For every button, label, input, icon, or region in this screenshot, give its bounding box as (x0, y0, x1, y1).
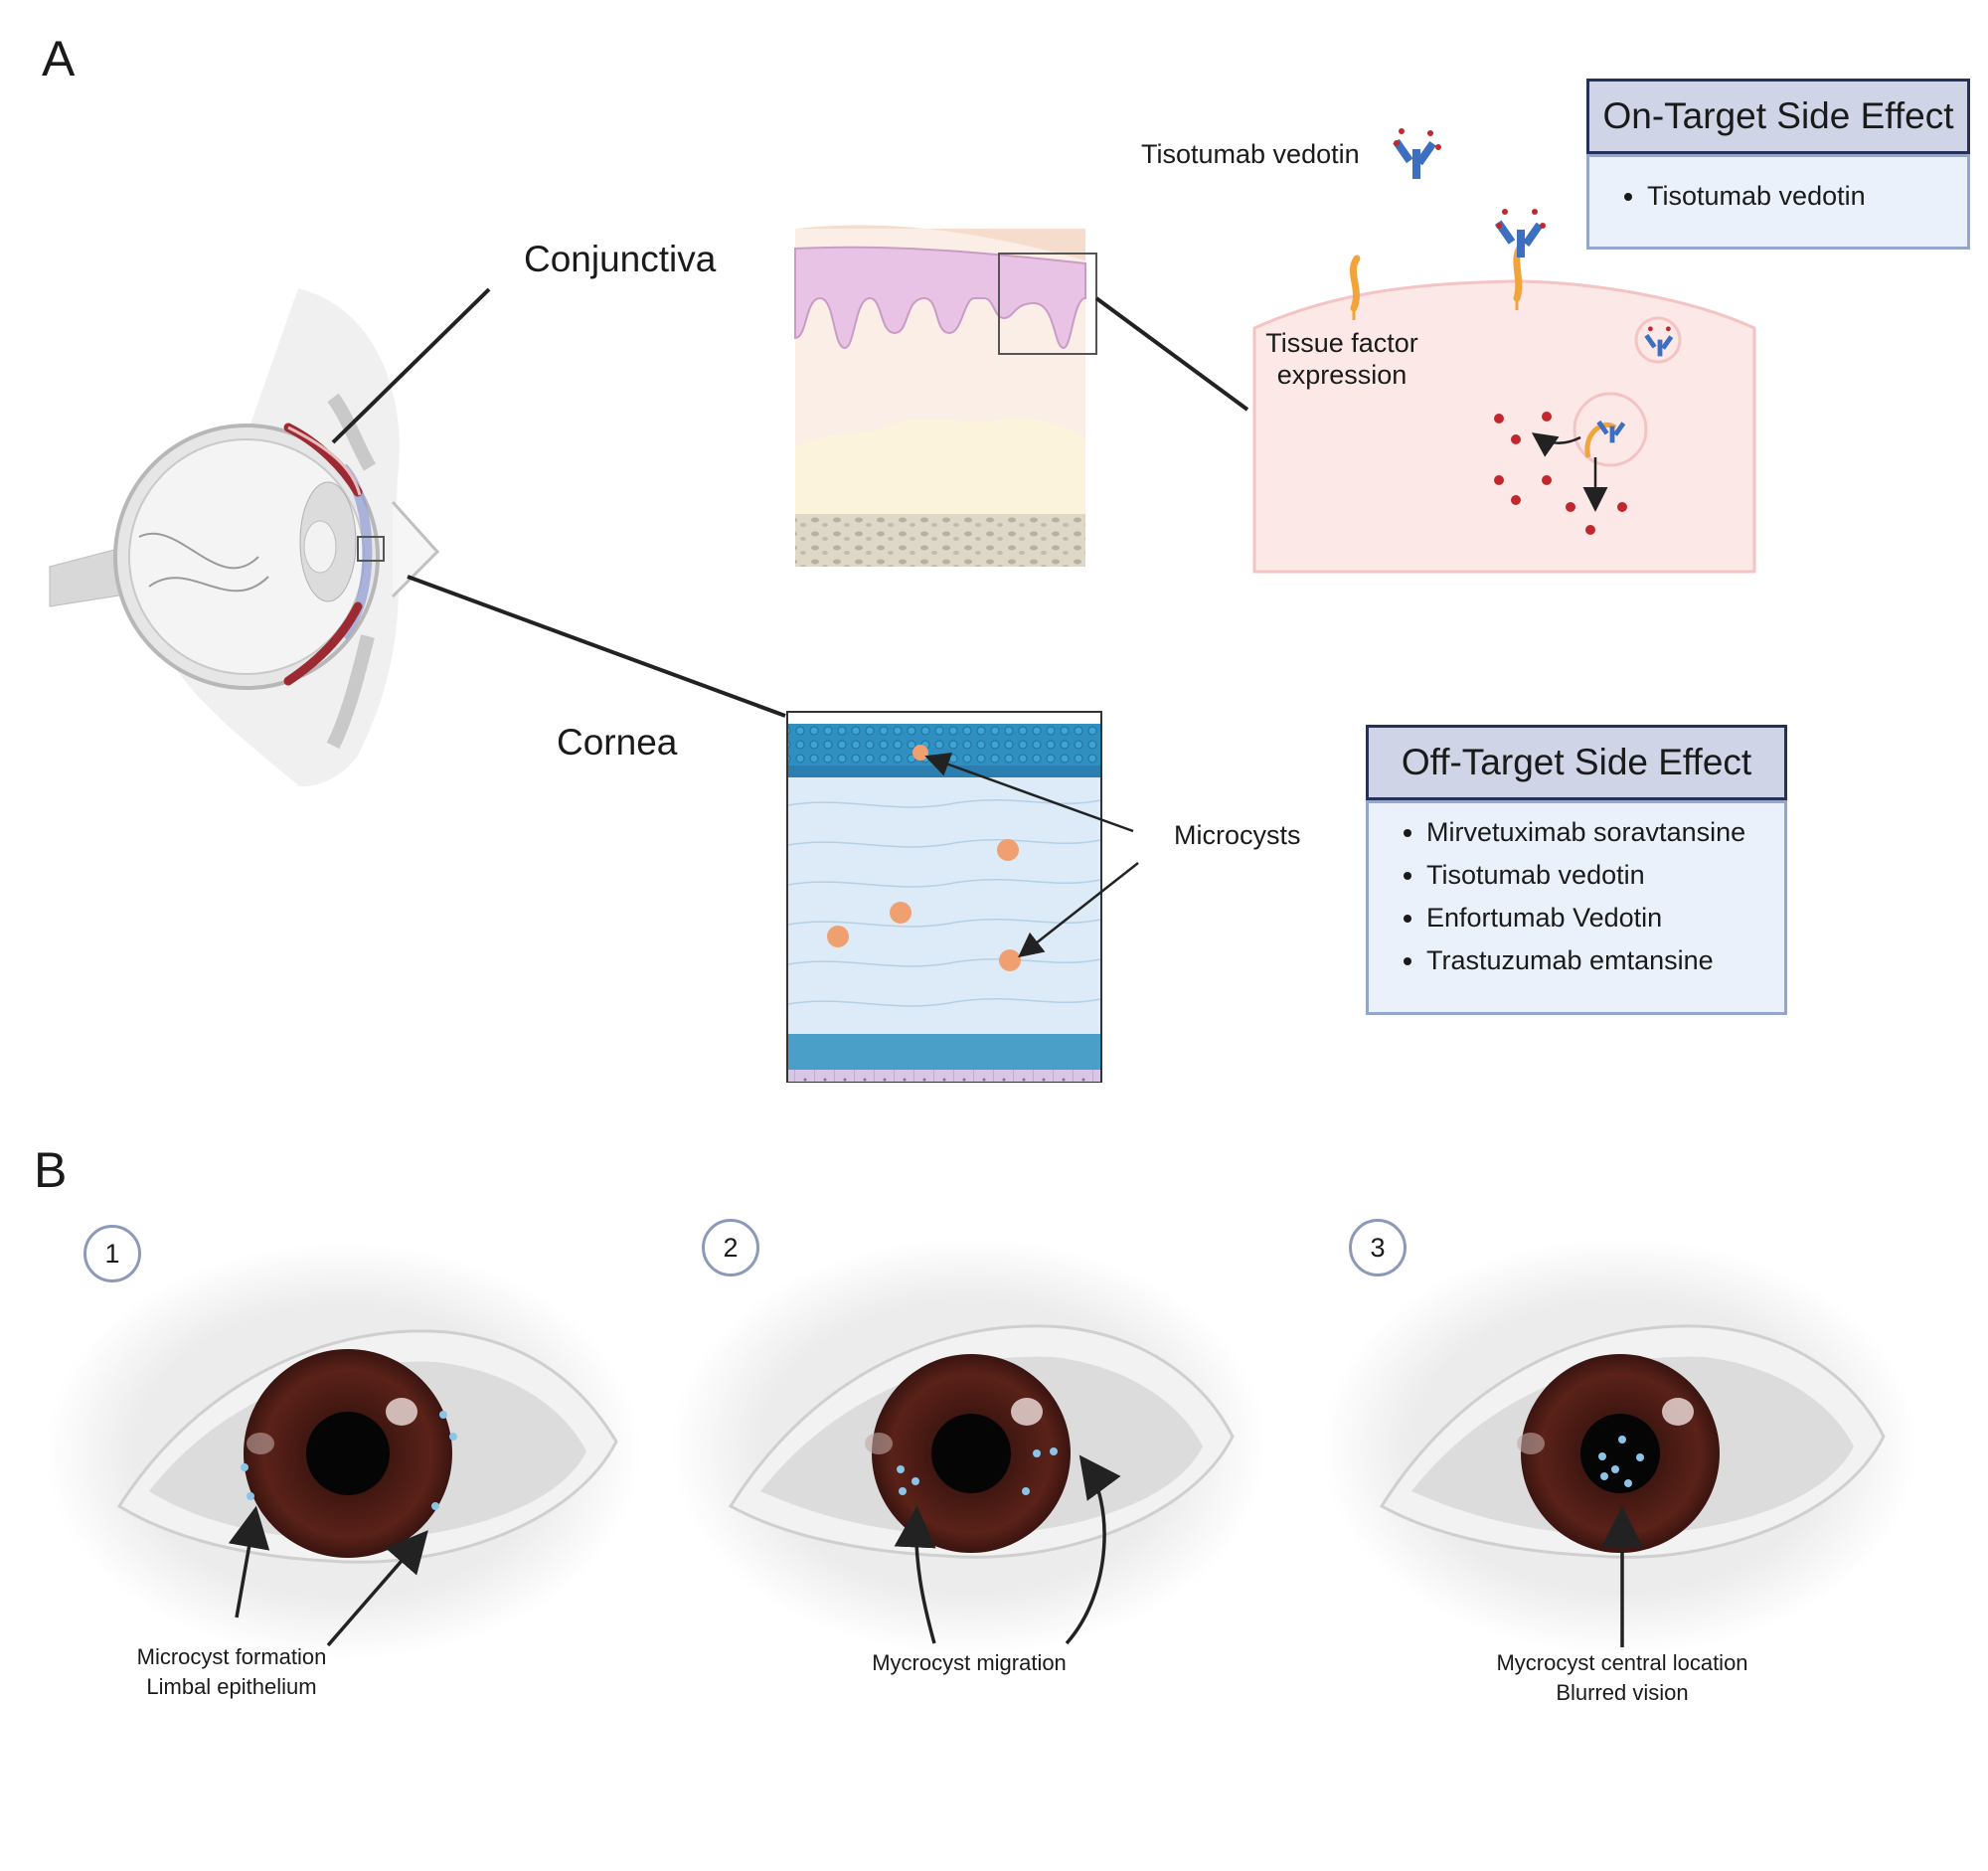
step-caption-2-line1: Mycrocyst migration (872, 1650, 1067, 1675)
microcyst-dot (999, 949, 1021, 971)
tissue-factor-receptor-1 (1349, 255, 1361, 312)
microcyst-dot (899, 1487, 907, 1495)
tissue-factor-label-line2: expression (1276, 359, 1408, 390)
microcyst-dot (431, 1502, 439, 1510)
microcyst-dot (997, 839, 1019, 861)
step-caption-3: Mycrocyst central location Blurred visio… (1453, 1648, 1791, 1707)
on-target-item: Tisotumab vedotin (1647, 181, 1967, 212)
step-caption-1-line1: Microcyst formation (136, 1644, 327, 1669)
step-number-3: 3 (1349, 1219, 1407, 1276)
off-target-item: Enfortumab Vedotin (1426, 903, 1784, 934)
corneal-endothelium (788, 1070, 1100, 1082)
zoom-connector (1094, 296, 1249, 412)
off-target-item: Trastuzumab emtansine (1426, 945, 1784, 976)
cornea-tissue-block (786, 711, 1102, 1083)
antibody-icon-2 (1494, 209, 1546, 257)
microcysts-label: Microcysts (1174, 820, 1301, 850)
tissue-factor-cell (1252, 243, 1756, 574)
microcyst-dot (449, 1433, 457, 1441)
step-caption-3-line1: Mycrocyst central location (1496, 1650, 1748, 1675)
eye-step-2 (671, 1238, 1267, 1655)
microcyst-arrow-1 (924, 753, 1134, 833)
microcyst-dot (247, 1492, 254, 1500)
panel-a-letter: A (42, 31, 76, 86)
step-caption-1: Microcyst formation Limbal epithelium (102, 1642, 361, 1701)
antibody-icon-4 (1596, 420, 1626, 443)
step-caption-2: Mycrocyst migration (840, 1648, 1098, 1678)
off-target-list: Mirvetuximab soravtansine Tisotumab vedo… (1366, 800, 1787, 1015)
conjunctiva-label: Conjunctiva (524, 239, 717, 279)
microcyst-dot (1624, 1479, 1632, 1487)
eye-step-1 (45, 1243, 641, 1660)
microcyst-dot (1022, 1487, 1030, 1495)
microcyst-arrow-2 (1018, 862, 1139, 958)
microcyst-dot (1033, 1449, 1041, 1457)
tissue-factor-label-line1: Tissue factor (1265, 328, 1418, 358)
payload-particles (1494, 412, 1627, 535)
on-target-title: On-Target Side Effect (1586, 79, 1970, 154)
off-target-item: Mirvetuximab soravtansine (1426, 817, 1784, 848)
step-caption-1-line2: Limbal epithelium (146, 1673, 317, 1699)
microcyst-dot (827, 926, 849, 947)
step-number-1: 1 (83, 1225, 141, 1282)
microcyst-dot (1600, 1472, 1608, 1480)
step-number-2: 2 (702, 1219, 759, 1276)
eye-step-3 (1322, 1238, 1918, 1655)
microcyst-dot (911, 1477, 919, 1485)
microcyst-dot (890, 902, 911, 924)
antibody-icon-3 (1644, 326, 1674, 357)
conjunctiva-connector (331, 287, 491, 444)
step-caption-3-line2: Blurred vision (1556, 1679, 1689, 1705)
pupil (306, 1412, 390, 1495)
off-target-item: Tisotumab vedotin (1426, 860, 1784, 891)
microcyst-dot (1050, 1447, 1058, 1455)
drug-label: Tisotumab vedotin (1141, 139, 1360, 169)
microcyst-dot (439, 1411, 447, 1419)
microcyst-dot (1636, 1453, 1644, 1461)
microcyst-dot (912, 745, 928, 761)
microcyst-dot (1618, 1436, 1626, 1444)
pupil (931, 1414, 1011, 1493)
tissue-factor-label: Tissue factor expression (1262, 328, 1421, 392)
microcyst-dot (1611, 1465, 1619, 1473)
microcyst-dot (1598, 1452, 1606, 1460)
microcyst-dot (241, 1463, 248, 1471)
microcyst-dot (897, 1465, 905, 1473)
conjunctiva-tissue-block (794, 225, 1097, 567)
panel-b-letter: B (34, 1142, 68, 1198)
corneal-stroma (788, 777, 1100, 1034)
cornea-connector (407, 575, 786, 718)
eye-cross-section (49, 288, 440, 787)
cornea-label: Cornea (557, 722, 678, 763)
antibody-icon-1 (1393, 128, 1441, 179)
on-target-list: Tisotumab vedotin (1586, 154, 1970, 250)
descemet-membrane (788, 1034, 1100, 1070)
off-target-title: Off-Target Side Effect (1366, 725, 1787, 800)
pupil (1580, 1414, 1660, 1493)
